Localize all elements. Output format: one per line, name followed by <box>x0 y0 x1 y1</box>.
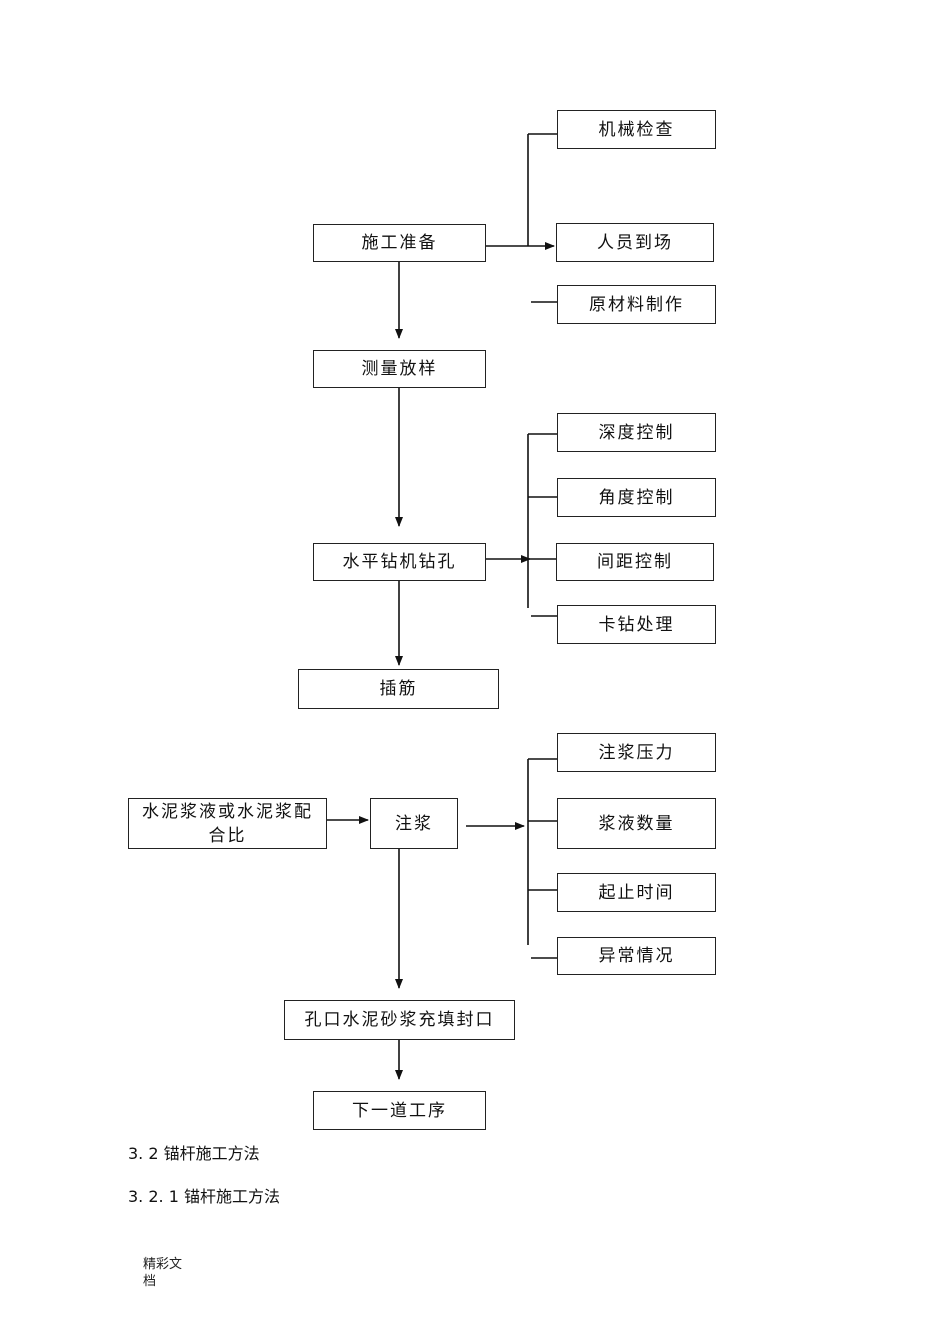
footer-label: 精彩文档 <box>143 1257 183 1289</box>
prep-branch-machine-check: 机械检查 <box>557 110 716 149</box>
grouting-box: 注浆 <box>370 798 458 849</box>
grouting-branch-label: 浆液数量 <box>598 813 675 834</box>
drilling-branch-label: 深度控制 <box>598 422 675 443</box>
rebar-label: 插筋 <box>379 679 418 699</box>
grouting-branch-pressure: 注浆压力 <box>557 733 716 772</box>
survey-box: 测量放样 <box>313 350 486 388</box>
grouting-label: 注浆 <box>395 813 433 834</box>
grouting-branch-label: 注浆压力 <box>598 742 675 763</box>
prep-branch-label: 人员到场 <box>597 232 673 253</box>
section-heading-3-2-1: 3. 2. 1 锚杆施工方法 <box>128 1187 280 1206</box>
prep-branch-material-making: 原材料制作 <box>557 285 716 324</box>
grouting-branch-anomalies: 异常情况 <box>557 937 716 975</box>
drilling-branch-label: 卡钻处理 <box>598 614 675 635</box>
grouting-branch-label: 起止时间 <box>598 882 675 903</box>
drilling-branch-angle: 角度控制 <box>557 478 716 517</box>
next-step-label: 下一道工序 <box>352 1100 447 1121</box>
drilling-label: 水平钻机钻孔 <box>342 552 457 572</box>
prep-box: 施工准备 <box>313 224 486 262</box>
grout-ratio-label-line2: 合比 <box>208 825 247 846</box>
grouting-branch-start-stop-time: 起止时间 <box>557 873 716 912</box>
seal-box: 孔口水泥砂浆充填封口 <box>284 1000 515 1040</box>
drilling-box: 水平钻机钻孔 <box>313 543 486 581</box>
prep-branch-label: 机械检查 <box>598 119 675 140</box>
grouting-branch-volume: 浆液数量 <box>557 798 716 849</box>
next-step-box: 下一道工序 <box>313 1091 486 1130</box>
prep-branch-label: 原材料制作 <box>589 294 684 315</box>
grout-ratio-box: 水泥浆液或水泥浆配 合比 <box>128 798 327 849</box>
seal-label: 孔口水泥砂浆充填封口 <box>304 1010 495 1030</box>
drilling-branch-stuck-drill: 卡钻处理 <box>557 605 716 644</box>
drilling-branch-label: 角度控制 <box>598 487 675 508</box>
grout-ratio-label-line1: 水泥浆液或水泥浆配 <box>142 801 313 822</box>
drilling-branch-spacing: 间距控制 <box>556 543 714 581</box>
drilling-branch-label: 间距控制 <box>597 552 673 572</box>
drilling-branch-depth: 深度控制 <box>557 413 716 452</box>
prep-branch-staff-arrival: 人员到场 <box>556 223 714 262</box>
grouting-branch-label: 异常情况 <box>598 946 675 966</box>
prep-label: 施工准备 <box>361 233 438 253</box>
section-heading-3-2: 3. 2 锚杆施工方法 <box>128 1144 260 1163</box>
rebar-box: 插筋 <box>298 669 499 709</box>
survey-label: 测量放样 <box>361 359 438 379</box>
